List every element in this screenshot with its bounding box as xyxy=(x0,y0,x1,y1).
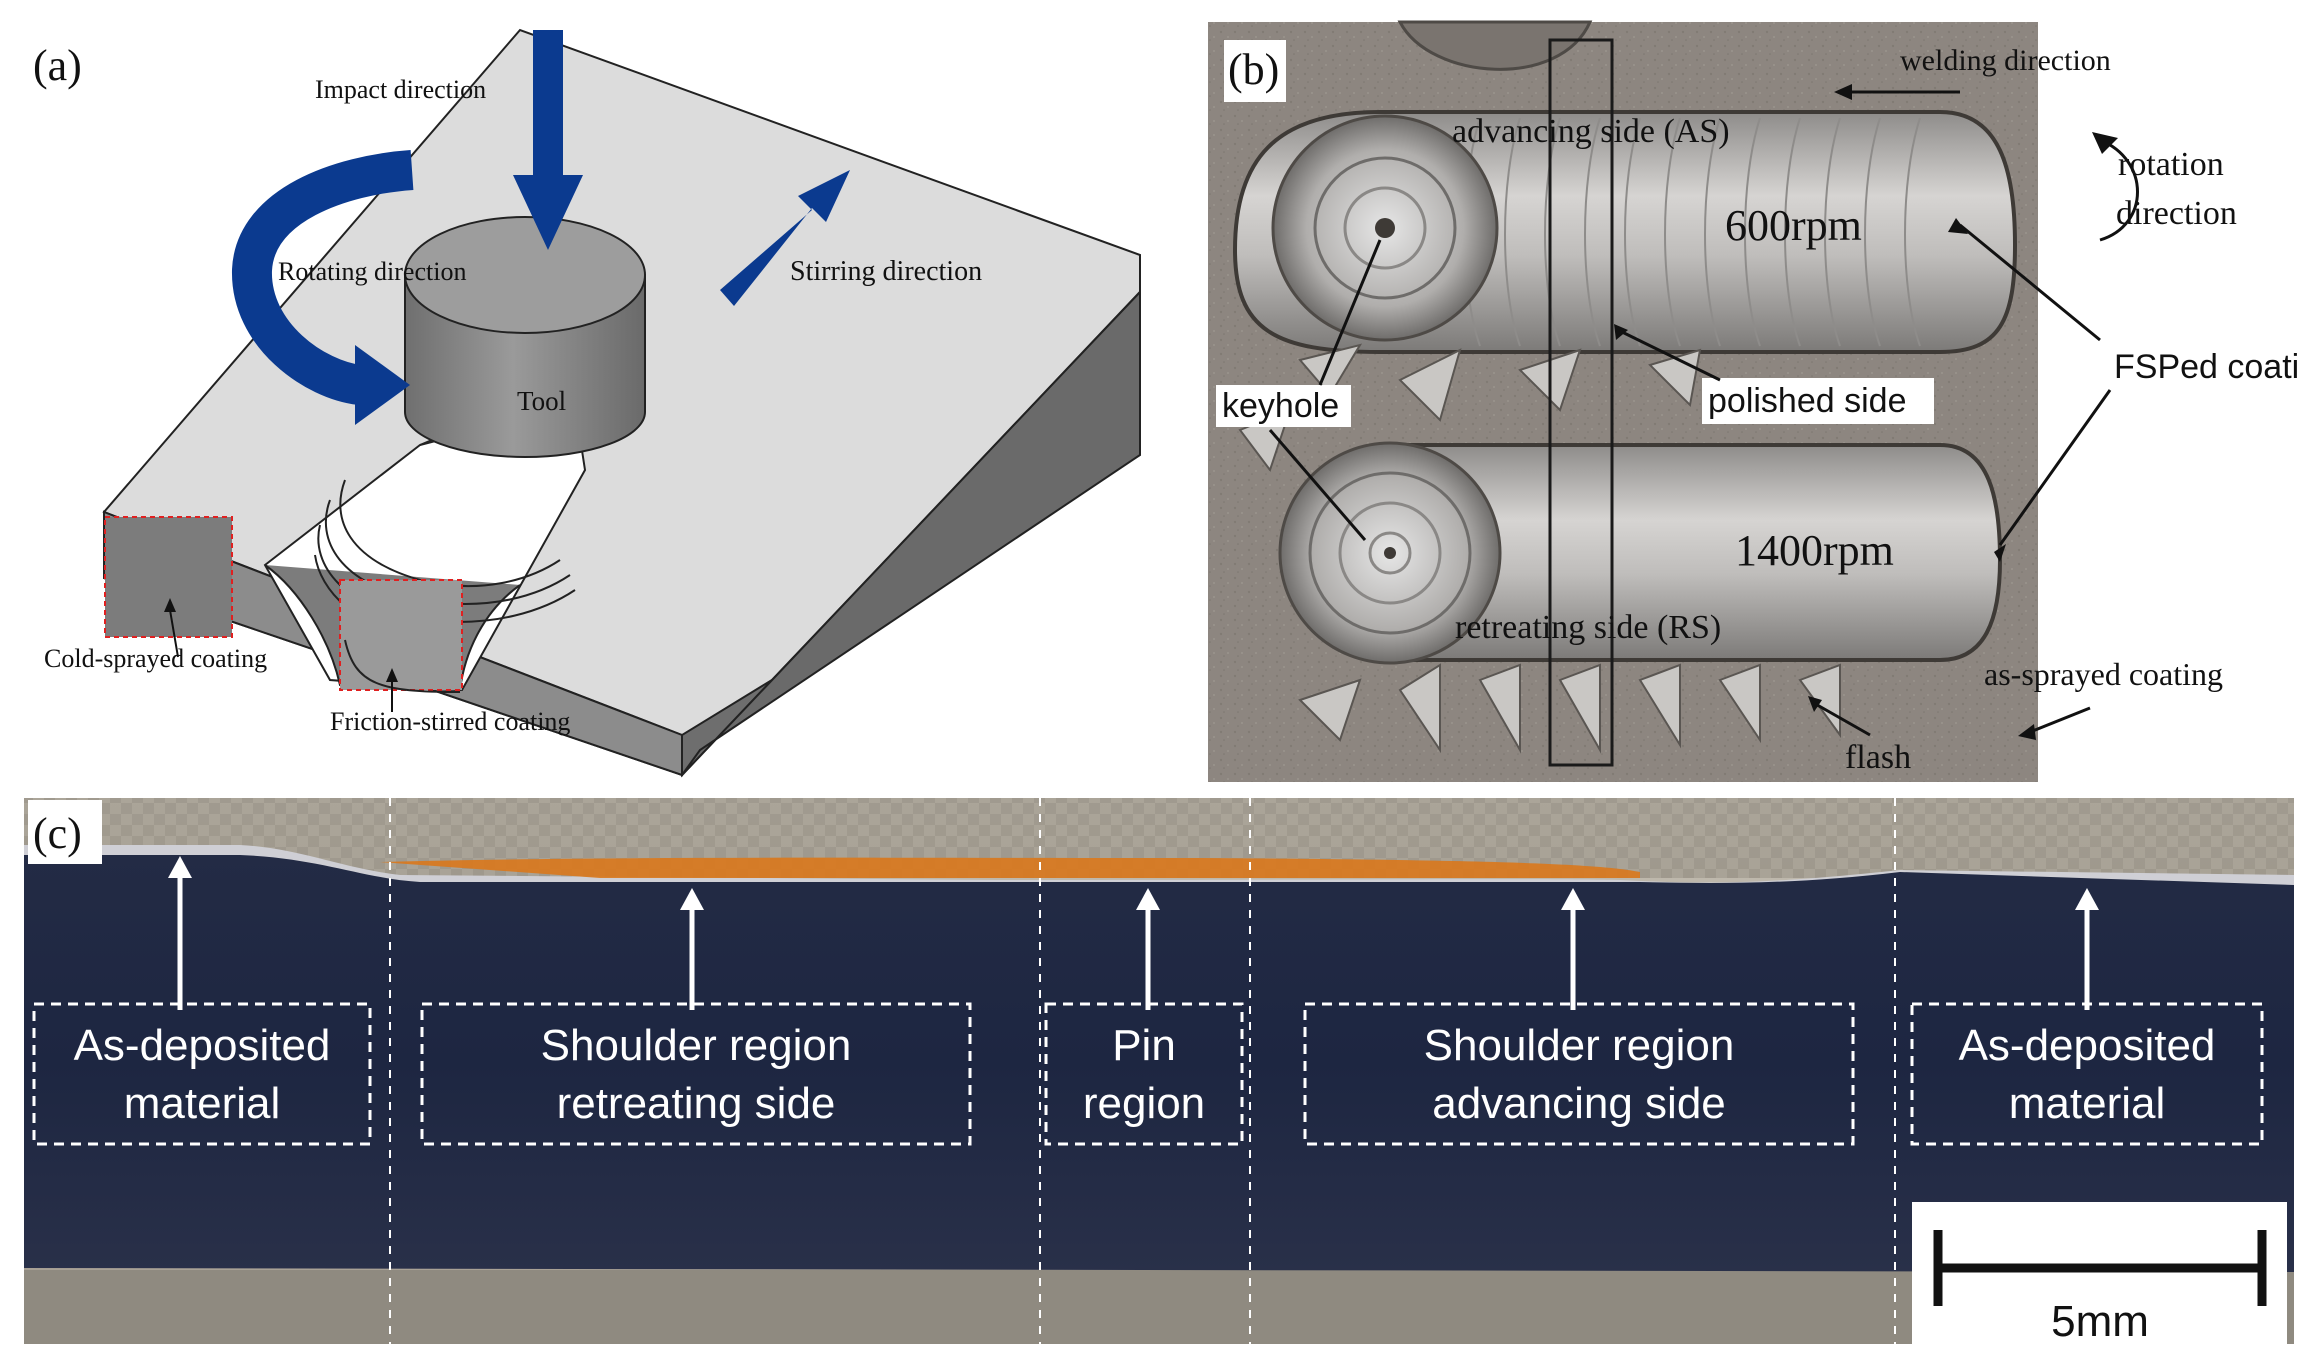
panel-a: (a) Impact direction Rotating direction … xyxy=(33,28,1141,778)
region-arrows xyxy=(168,856,2099,1010)
region-1-line1: As-deposited xyxy=(74,1021,331,1070)
panel-c: As-deposited material Shoulder region re… xyxy=(24,798,2294,1346)
scale-bar: 5mm xyxy=(1912,1202,2287,1346)
tool-cylinder xyxy=(404,216,646,458)
retreating-side-label: retreating side (RS) xyxy=(1455,609,1721,646)
impact-direction-label: Impact direction xyxy=(315,75,486,104)
keyhole-label: keyhole xyxy=(1222,387,1339,425)
rotation-direction-line1: rotation xyxy=(2118,146,2224,183)
friction-stirred-box xyxy=(339,579,463,691)
region-boxes xyxy=(32,1002,2264,1146)
friction-stirred-label: Friction-stirred coating xyxy=(330,707,570,736)
region-4-line1: Shoulder region xyxy=(1424,1021,1735,1070)
rotating-arrow xyxy=(232,150,414,425)
rpm-top-label: 600rpm xyxy=(1725,201,1862,250)
region-3-line1: Pin xyxy=(1112,1021,1176,1070)
welding-direction-label: welding direction xyxy=(1900,44,2111,77)
stirring-direction-label: Stirring direction xyxy=(790,256,982,287)
polished-side-box xyxy=(1548,38,1614,767)
panel-c-label: (c) xyxy=(33,809,82,858)
region-5-line1: As-deposited xyxy=(1959,1021,2216,1070)
region-4-line2: advancing side xyxy=(1432,1079,1726,1128)
coating-layer xyxy=(24,845,2294,890)
region-1-line2: material xyxy=(124,1079,281,1128)
panel-a-label: (a) xyxy=(33,41,82,90)
track-1400rpm xyxy=(1278,441,2003,665)
tool-label: Tool xyxy=(517,386,566,416)
impact-arrow xyxy=(513,30,583,250)
rotating-direction-label: Rotating direction xyxy=(278,257,466,286)
substrate xyxy=(24,855,2294,1272)
stirring-arrow xyxy=(720,170,850,306)
region-5-line2: material xyxy=(2009,1079,2166,1128)
region-dividers xyxy=(389,798,1896,1344)
scale-bar-label: 5mm xyxy=(2051,1297,2149,1346)
track-600rpm xyxy=(1232,110,2018,354)
flash-label: flash xyxy=(1845,739,1911,776)
fsped-coating-label: FSPed coating xyxy=(2114,348,2301,386)
advancing-side-label: advancing side (AS) xyxy=(1452,113,1730,150)
region-2-line2: retreating side xyxy=(557,1079,836,1128)
panel-b-label: (b) xyxy=(1228,45,1279,94)
cold-sprayed-box xyxy=(104,516,233,638)
rotation-direction-line2: direction xyxy=(2116,195,2237,232)
rpm-bottom-label: 1400rpm xyxy=(1735,526,1894,575)
cold-sprayed-label: Cold-sprayed coating xyxy=(44,644,267,673)
as-sprayed-label: as-sprayed coating xyxy=(1984,656,2223,692)
orange-layer xyxy=(380,857,1640,878)
region-3-line2: region xyxy=(1083,1079,1205,1128)
region-2-line1: Shoulder region xyxy=(541,1021,852,1070)
panel-b: (b) welding direction advancing side (AS… xyxy=(1208,20,2301,782)
polished-side-label: polished side xyxy=(1708,382,1906,420)
rotation-arc xyxy=(2099,138,2139,242)
